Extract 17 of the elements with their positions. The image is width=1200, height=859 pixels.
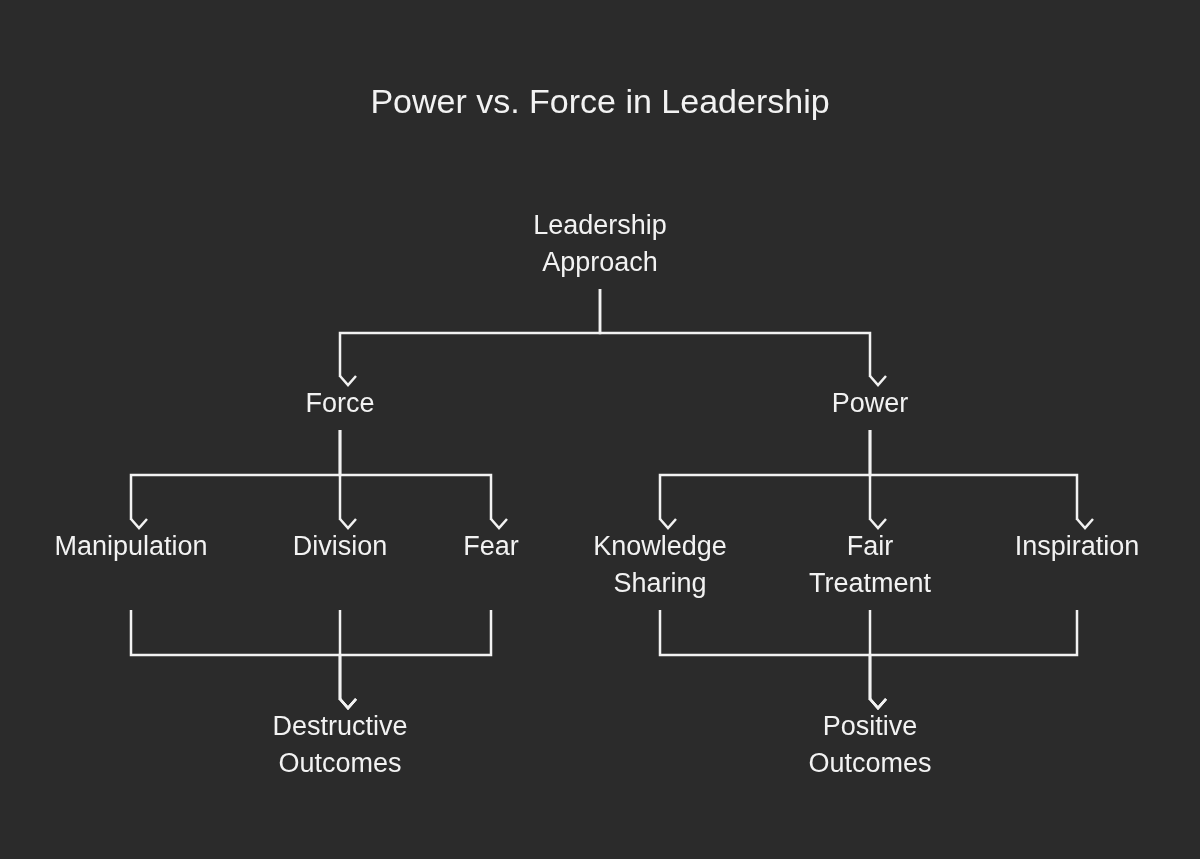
node-label: Knowledge Sharing [592,530,728,600]
arrow [598,289,888,387]
arrow [868,430,1095,530]
arrow [338,610,493,710]
arrow [338,430,509,530]
node-label: Leadership Approach [532,209,668,279]
node-label: Inspiration [1014,530,1140,563]
node-label: Division [292,530,388,563]
node-label: Destructive Outcomes [271,710,409,780]
node-label: Manipulation [54,530,208,563]
node-label: Fear [463,530,519,563]
diagram-title: Power vs. Force in Leadership [369,82,831,121]
node-label: Force [305,387,375,420]
arrow [868,610,1079,710]
node-label: Fair Treatment [807,530,932,600]
node-label: Power [831,387,909,420]
node-label: Positive Outcomes [807,710,933,780]
